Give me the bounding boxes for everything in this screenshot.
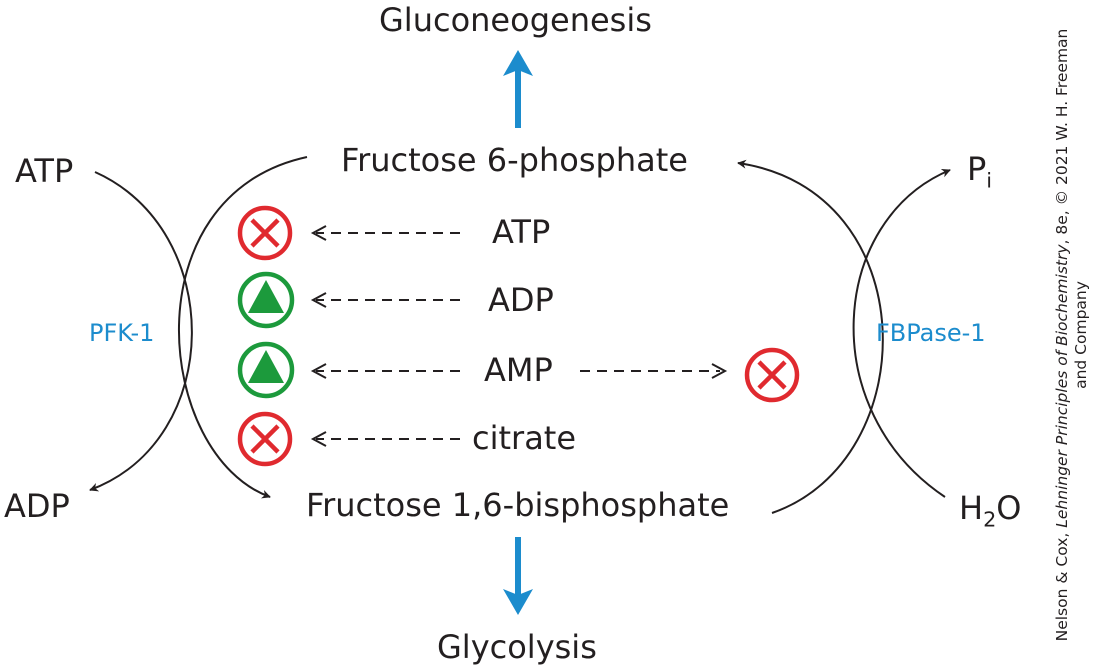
effector-adp-label: ADP <box>488 281 554 319</box>
amp-effect-arrow-right <box>580 363 728 379</box>
amp-effect-arrow-left <box>310 363 460 379</box>
adp-activate-icon <box>237 271 295 329</box>
atp-effect-arrow <box>310 225 460 241</box>
pi-label: Pi <box>967 150 993 193</box>
effector-atp-label: ATP <box>492 213 551 251</box>
effector-citrate-label: citrate <box>472 419 577 457</box>
pfk1-enzyme-label: PFK-1 <box>89 319 155 347</box>
glycolysis-flux-arrow <box>503 537 533 615</box>
h2o-label: H2O <box>959 489 1022 532</box>
amp-activate-icon <box>237 341 295 399</box>
effector-amp-label: AMP <box>484 351 553 389</box>
gluconeogenesis-label: Gluconeogenesis <box>379 1 652 39</box>
fructose-1-6-bisphosphate-label: Fructose 1,6-bisphosphate <box>306 486 730 524</box>
fbpase1-enzyme-label: FBPase-1 <box>876 319 986 347</box>
citrate-inhibit-icon <box>237 411 293 467</box>
pfk1-reaction-arrow <box>178 156 308 499</box>
citrate-effect-arrow <box>310 431 460 447</box>
amp-fbpase1-inhibit-icon <box>744 347 800 403</box>
fbpase1-reaction-arrow <box>737 159 884 514</box>
pfk1-atp-label: ATP <box>15 152 74 190</box>
fbpase1-h2o-pi-arrow <box>852 168 951 498</box>
fructose-6-phosphate-label: Fructose 6-phosphate <box>341 141 688 179</box>
copyright-credit: Nelson & Cox, Lehninger Principles of Bi… <box>1053 28 1090 642</box>
adp-effect-arrow <box>310 292 460 308</box>
pfk1-atp-adp-arrow <box>89 171 193 492</box>
glycolysis-label: Glycolysis <box>437 628 597 666</box>
gluconeogenesis-flux-arrow <box>503 50 533 128</box>
atp-inhibit-icon <box>237 205 293 261</box>
pfk1-adp-label: ADP <box>4 487 70 525</box>
